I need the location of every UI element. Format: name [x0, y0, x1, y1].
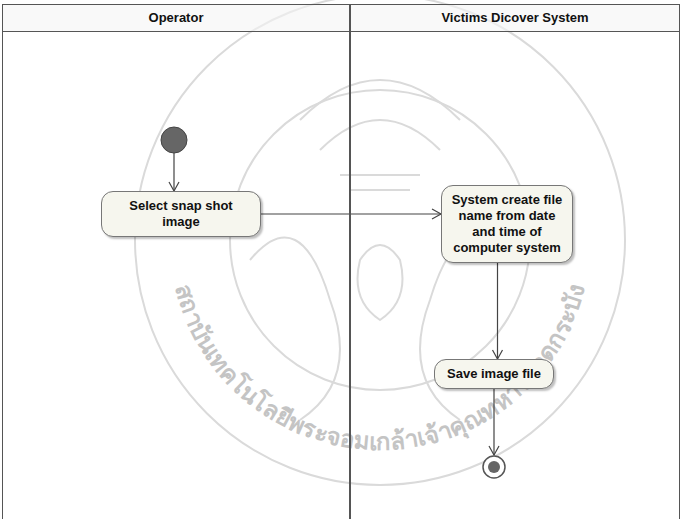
activity-box: System create file name from date and ti…	[441, 185, 573, 263]
watermark-text: สถาบันเทคโนโลยีพระจอมเกล้าเจ้าคุณทหารลาด…	[169, 281, 590, 456]
activity-text: System create file name from date and ti…	[450, 192, 564, 256]
lane-heading: Operator	[3, 5, 349, 32]
activity-text: Select snap shot image	[110, 198, 252, 230]
control-flow	[261, 209, 441, 219]
activity-text: Save image file	[443, 366, 545, 382]
swimlane: OperatorSelect snap shot image	[2, 4, 350, 519]
control-flow	[493, 263, 503, 359]
seal-outline	[135, 0, 625, 485]
final-node	[483, 389, 505, 478]
lane-heading: Victims Dicover System	[351, 5, 679, 32]
swimlane: Victims Dicover SystemSystem create file…	[350, 4, 680, 519]
initial-node	[161, 127, 187, 191]
activity-box: Select snap shot image	[101, 191, 261, 237]
activity-box: Save image file	[434, 359, 554, 389]
